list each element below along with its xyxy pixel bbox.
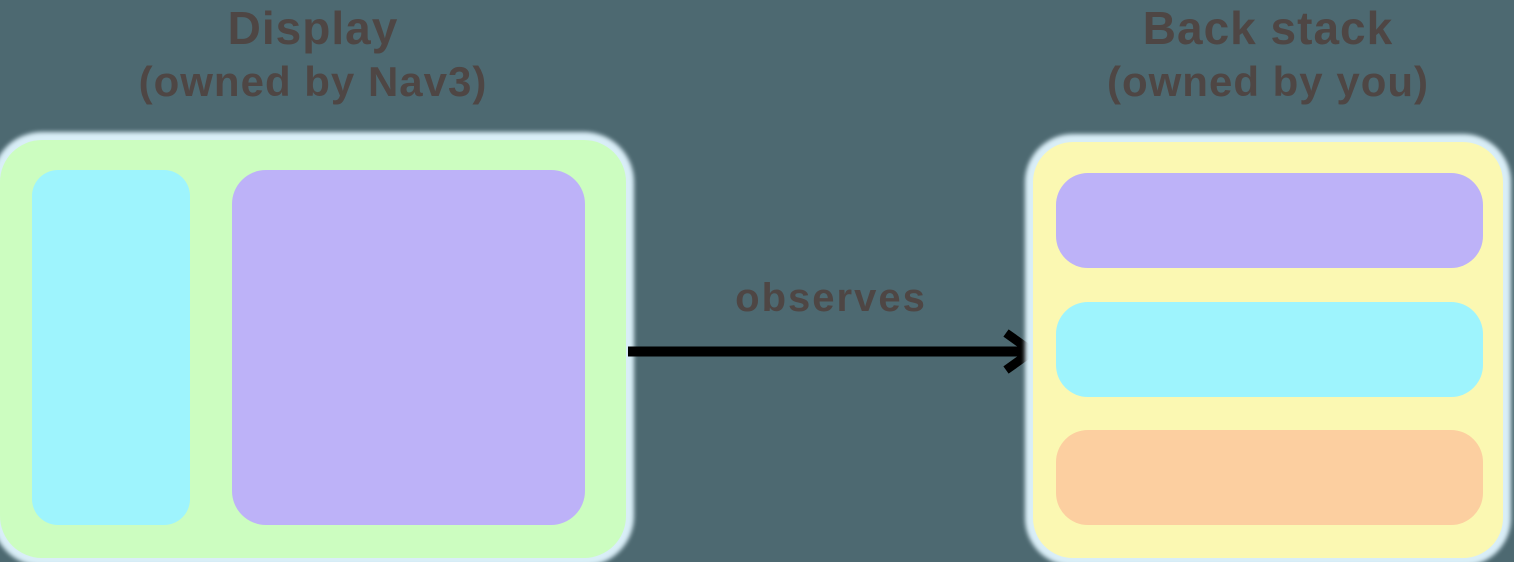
backstack-subtitle: (owned by you) [1107,58,1429,105]
backstack-container [1033,142,1503,558]
display-detail-panel [232,170,585,525]
display-title-block: Display (owned by Nav3) [0,0,626,107]
backstack-title-block: Back stack (owned by you) [1033,0,1503,107]
display-subtitle: (owned by Nav3) [138,58,488,105]
observes-arrow-icon [628,329,1036,374]
backstack-title: Back stack [1142,2,1394,54]
display-list-panel [32,170,190,525]
backstack-entry-bottom [1056,430,1483,525]
display-container [0,140,626,558]
backstack-entry-top [1056,173,1483,268]
display-title: Display [227,2,399,54]
backstack-entry-middle [1056,302,1483,397]
observes-label: observes [735,276,927,320]
arrow-head [1003,329,1036,374]
